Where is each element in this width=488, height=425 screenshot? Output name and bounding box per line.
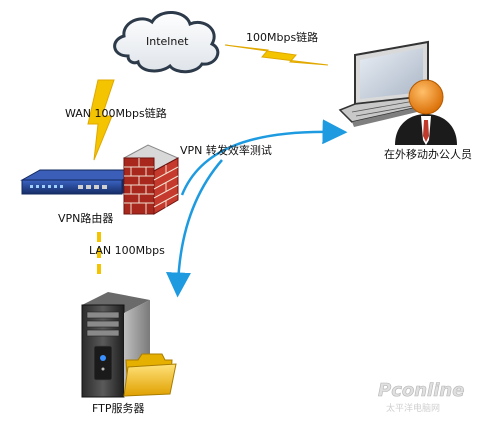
cloud-icon bbox=[113, 11, 220, 74]
watermark: Pconline 太平洋电脑网 bbox=[378, 380, 465, 414]
folder-icon bbox=[123, 353, 177, 397]
person-icon bbox=[395, 79, 457, 145]
vpn-test-arrows bbox=[165, 119, 348, 298]
wan-link-label: WAN 100Mbps链路 bbox=[65, 106, 167, 120]
watermark-brand: Pconline bbox=[378, 380, 464, 401]
cloud-label: Intelnet bbox=[146, 35, 189, 48]
internet-link-label: 100Mbps链路 bbox=[246, 30, 318, 44]
lan-link-label: LAN 100Mbps bbox=[89, 244, 165, 257]
internet-link-bolt bbox=[224, 44, 329, 66]
laptop-icon bbox=[338, 40, 434, 127]
vpn-test-label: VPN 转发效率测试 bbox=[180, 143, 272, 157]
router-label: VPN路由器 bbox=[58, 211, 113, 225]
ftp-server-label: FTP服务器 bbox=[92, 402, 145, 415]
wan-link-bolt bbox=[87, 79, 115, 161]
watermark-subtitle: 太平洋电脑网 bbox=[386, 402, 440, 414]
lan-link-line bbox=[97, 232, 101, 274]
remote-user-label: 在外移动办公人员 bbox=[384, 148, 472, 161]
router-icon bbox=[20, 169, 142, 195]
firewall-icon bbox=[122, 144, 180, 215]
